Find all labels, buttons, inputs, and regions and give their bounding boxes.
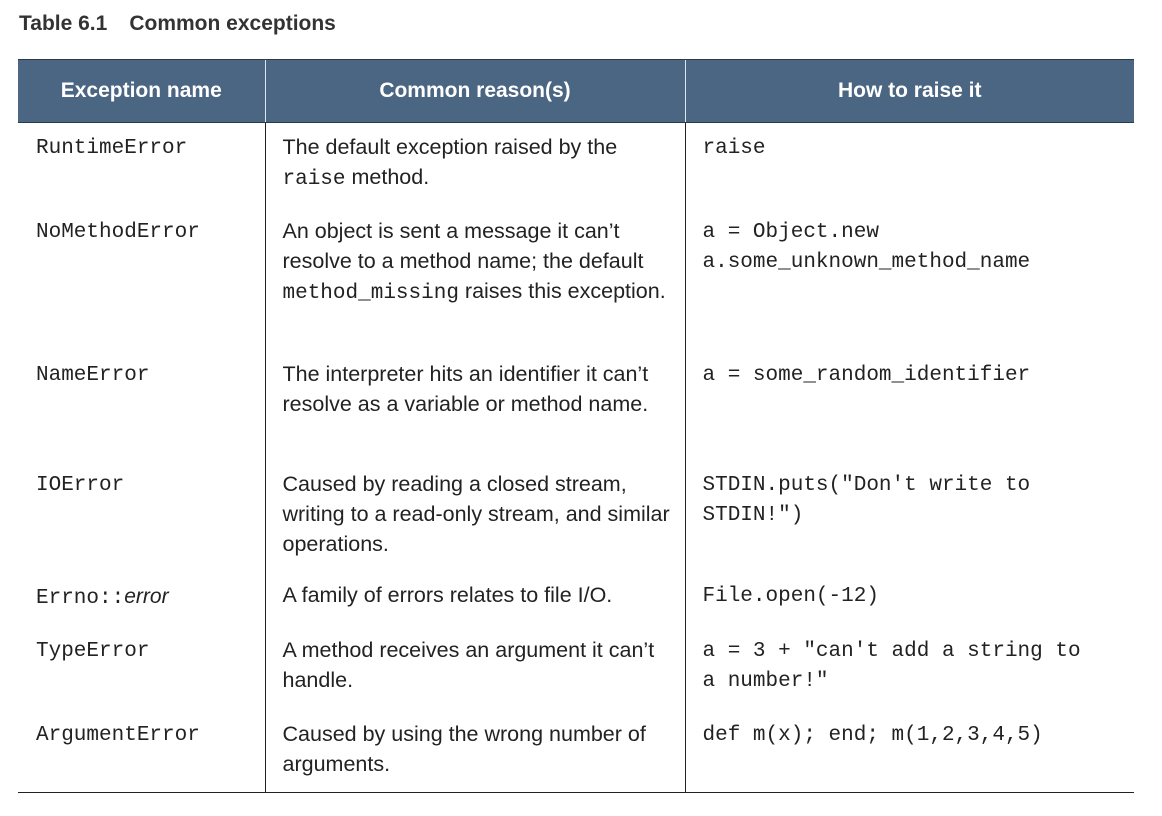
reason-cell: The interpreter hits an identifier it ca…: [264, 348, 685, 458]
header-how-to-raise: How to raise it: [684, 59, 1134, 123]
header-row: Exception name Common reason(s) How to r…: [18, 59, 1134, 123]
raise-code-cell: a = Object.new a.some_unknown_method_nam…: [684, 205, 1134, 348]
exception-name-prefix: Errno::: [36, 587, 125, 610]
table-row: IOError Caused by reading a closed strea…: [18, 458, 1134, 569]
reason-text-after: method.: [345, 165, 430, 189]
reason-text: Caused by reading a closed stream, writi…: [282, 472, 670, 556]
header-exception-name: Exception name: [18, 59, 265, 123]
table-row: RuntimeError The default exception raise…: [18, 122, 1134, 206]
raise-code-cell: a = some_random_identifier: [684, 348, 1134, 458]
exceptions-table: Exception name Common reason(s) How to r…: [18, 59, 1134, 793]
exception-name-cell: TypeError: [18, 624, 265, 708]
code-line: STDIN.puts("Don't write to: [702, 474, 1031, 497]
reason-cell: A method receives an argument it can’t h…: [264, 624, 685, 708]
code-line: a = 3 + "can't add a string to: [702, 640, 1081, 663]
reason-cell: The default exception raised by the rais…: [264, 122, 685, 205]
raise-code-cell: def m(x); end; m(1,2,3,4,5): [684, 708, 1134, 793]
table-row: Errno::error A family of errors relates …: [18, 569, 1134, 624]
code-line: File.open(-12): [702, 585, 879, 608]
exception-name: IOError: [36, 474, 125, 497]
exception-name-cell: Errno::error: [18, 569, 265, 624]
reason-text: An object is sent a message it can’t res…: [282, 219, 644, 273]
reason-text: Caused by using the wrong number of argu…: [282, 722, 646, 776]
table-row: NameError The interpreter hits an identi…: [18, 348, 1134, 458]
raise-code-cell: a = 3 + "can't add a string to a number!…: [684, 624, 1134, 708]
code-line: a.some_unknown_method_name: [702, 251, 1031, 274]
reason-text: A family of errors relates to file I/O.: [282, 583, 613, 607]
exception-name-cell: NoMethodError: [18, 205, 265, 348]
table-title: Common exceptions: [129, 12, 336, 35]
exception-name-italic: error: [124, 585, 169, 608]
table-number: Table 6.1: [19, 12, 108, 35]
table-row: NoMethodError An object is sent a messag…: [18, 205, 1134, 348]
code-line: raise: [702, 137, 766, 160]
reason-text: The interpreter hits an identifier it ca…: [282, 362, 649, 416]
table-row: TypeError A method receives an argument …: [18, 624, 1134, 708]
raise-code-cell: STDIN.puts("Don't write to STDIN!"): [684, 458, 1134, 569]
raise-code-cell: raise: [684, 122, 1134, 205]
exception-name: NameError: [36, 364, 150, 387]
reason-cell: A family of errors relates to file I/O.: [264, 569, 685, 624]
reason-cell: An object is sent a message it can’t res…: [264, 205, 685, 348]
code-line: a number!": [702, 670, 829, 693]
exception-name-cell: RuntimeError: [18, 123, 265, 206]
header-common-reasons: Common reason(s): [264, 59, 685, 123]
exception-name-cell: ArgumentError: [18, 708, 265, 793]
reason-code: raise: [282, 168, 346, 191]
code-line: STDIN!"): [702, 504, 804, 527]
exception-name-cell: NameError: [18, 348, 265, 458]
reason-cell: Caused by using the wrong number of argu…: [264, 708, 685, 793]
exception-name-cell: IOError: [18, 458, 265, 569]
exception-name: RuntimeError: [36, 137, 188, 160]
exception-name: TypeError: [36, 640, 150, 663]
reason-text: The default exception raised by the: [282, 135, 618, 159]
exception-name: NoMethodError: [36, 221, 200, 244]
reason-cell: Caused by reading a closed stream, writi…: [264, 458, 685, 569]
code-line: def m(x); end; m(1,2,3,4,5): [702, 724, 1043, 747]
code-line: a = some_random_identifier: [702, 364, 1031, 387]
reason-text-after: raises this exception.: [458, 279, 666, 303]
table-caption: Table 6.1 Common exceptions: [19, 12, 336, 36]
table-row: ArgumentError Caused by using the wrong …: [18, 708, 1134, 793]
reason-code: method_missing: [282, 282, 459, 305]
raise-code-cell: File.open(-12): [684, 569, 1134, 624]
exception-name: ArgumentError: [36, 724, 200, 747]
table-header: Exception name Common reason(s) How to r…: [18, 59, 1134, 123]
reason-text: A method receives an argument it can’t h…: [282, 638, 655, 692]
code-line: a = Object.new: [702, 221, 879, 244]
table-body: RuntimeError The default exception raise…: [18, 122, 1134, 793]
